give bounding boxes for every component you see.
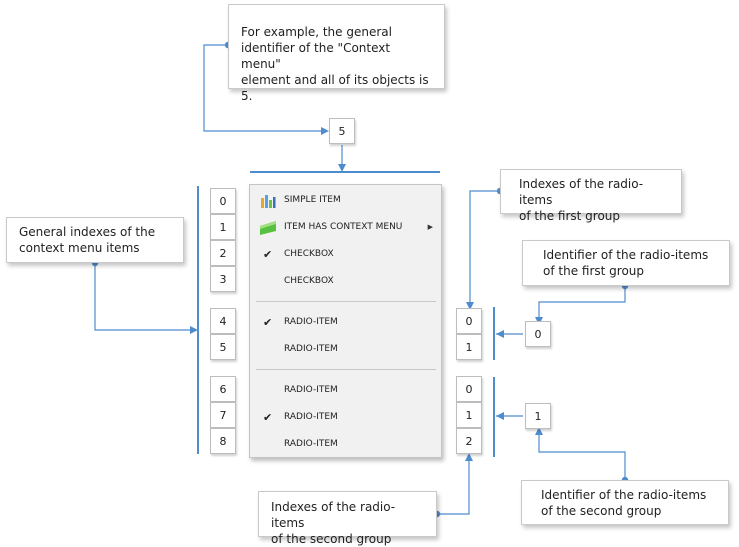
callout-line: identifier of the "Context menu" xyxy=(241,41,391,71)
radio-second-bracket xyxy=(493,377,495,457)
menu-item-checkbox[interactable]: ✔ CHECKBOX xyxy=(250,241,441,268)
menu-item-checkbox[interactable]: CHECKBOX xyxy=(250,268,441,295)
general-index-box: 7 xyxy=(210,402,236,428)
radio-indexes-second-callout: Indexes of the radio-items of the second… xyxy=(258,491,437,546)
menu-item-radio[interactable]: ✔ RADIO-ITEM xyxy=(250,309,441,336)
menu-item-label: RADIO-ITEM xyxy=(284,439,338,449)
green-flag-icon xyxy=(260,221,276,235)
callout-line: of the second group xyxy=(541,504,662,518)
radio-first-index-box: 1 xyxy=(456,334,482,360)
callout-line: element and all of its objects is 5. xyxy=(241,73,429,103)
menu-item-label: RADIO-ITEM xyxy=(284,412,338,422)
general-index-box: 8 xyxy=(210,428,236,454)
bar-chart-icon xyxy=(261,195,276,208)
checkmark-icon: ✔ xyxy=(263,248,273,261)
radio-second-index-box: 0 xyxy=(456,376,482,402)
checkmark-icon: ✔ xyxy=(263,411,273,424)
menu-top-bracket xyxy=(250,171,440,173)
general-index-box: 3 xyxy=(210,266,236,292)
callout-line: Identifier of the radio-items xyxy=(543,248,709,262)
radio-identifier-second-callout: Identifier of the radio-items of the sec… xyxy=(521,480,729,525)
menu-item-label: RADIO-ITEM xyxy=(284,385,338,395)
menu-item-label: ITEM HAS CONTEXT MENU xyxy=(284,222,403,232)
checkmark-icon: ✔ xyxy=(263,316,273,329)
radio-second-index-box: 1 xyxy=(456,402,482,428)
general-index-box: 0 xyxy=(210,188,236,214)
callout-line: of the first group xyxy=(543,264,645,278)
radio-identifier-first-callout: Identifier of the radio-items of the fir… xyxy=(522,240,730,286)
menu-item-radio[interactable]: RADIO-ITEM xyxy=(250,431,441,458)
general-indexes-callout: General indexes of the context menu item… xyxy=(6,217,184,263)
menu-item-radio[interactable]: RADIO-ITEM xyxy=(250,377,441,404)
callout-line: General indexes of the xyxy=(19,225,156,239)
callout-line: of the first group xyxy=(519,209,621,223)
general-index-box: 1 xyxy=(210,214,236,240)
submenu-arrow-icon: ▶ xyxy=(427,223,433,231)
menu-item-simple[interactable]: SIMPLE ITEM xyxy=(250,187,441,214)
general-index-box: 5 xyxy=(210,334,236,360)
menu-item-label: RADIO-ITEM xyxy=(284,344,338,354)
menu-item-label: SIMPLE ITEM xyxy=(284,195,341,205)
general-index-box: 6 xyxy=(210,376,236,402)
menu-item-label: CHECKBOX xyxy=(284,249,334,259)
radio-second-identifier-box: 1 xyxy=(525,403,551,429)
menu-separator xyxy=(256,301,436,302)
callout-line: context menu items xyxy=(19,241,140,255)
callout-line: of the second group xyxy=(271,532,392,546)
callout-line: For example, the general xyxy=(241,25,392,39)
radio-first-index-box: 0 xyxy=(456,308,482,334)
general-index-box: 2 xyxy=(210,240,236,266)
radio-first-bracket xyxy=(493,307,495,360)
menu-item-radio[interactable]: RADIO-ITEM xyxy=(250,336,441,363)
callout-line: Identifier of the radio-items xyxy=(541,488,707,502)
callout-line: Indexes of the radio-items xyxy=(519,177,644,207)
general-indexes-bracket xyxy=(197,186,199,454)
radio-indexes-first-callout: Indexes of the radio-items of the first … xyxy=(500,169,682,223)
radio-second-index-box: 2 xyxy=(456,428,482,454)
radio-first-identifier-box: 0 xyxy=(525,321,551,347)
general-identifier-callout: For example, the general identifier of t… xyxy=(228,4,445,103)
menu-item-label: CHECKBOX xyxy=(284,276,334,286)
menu-item-has-submenu[interactable]: ITEM HAS CONTEXT MENU ▶ xyxy=(250,214,441,241)
menu-separator xyxy=(256,369,436,370)
context-menu: SIMPLE ITEM ITEM HAS CONTEXT MENU ▶ ✔ CH… xyxy=(249,184,442,458)
callout-line: Indexes of the radio-items xyxy=(271,500,396,530)
general-index-box: 4 xyxy=(210,308,236,334)
menu-item-label: RADIO-ITEM xyxy=(284,317,338,327)
general-identifier-box: 5 xyxy=(329,118,355,144)
menu-item-radio[interactable]: ✔ RADIO-ITEM xyxy=(250,404,441,431)
